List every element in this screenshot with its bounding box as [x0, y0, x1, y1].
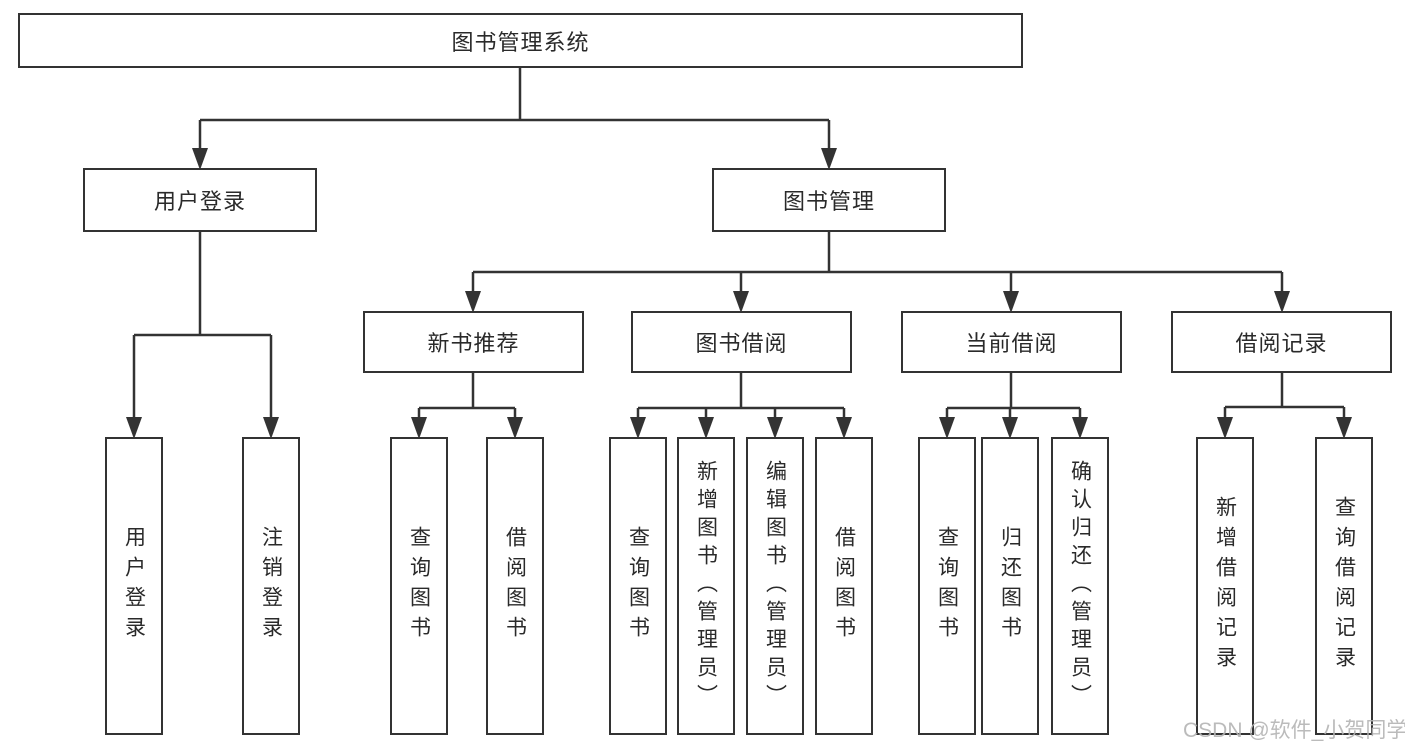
leaf-label: 编辑图书（管理员）: [763, 460, 787, 712]
node-new-book-recommend-label: 新书推荐: [427, 331, 520, 356]
leaf-record-query: 查询借阅记录: [1315, 437, 1373, 735]
leaf-label: 确认归还（管理员）: [1068, 460, 1092, 712]
leaf-newbook-borrow: 借阅图书: [486, 437, 544, 735]
leaf-current-confirm-admin: 确认归还（管理员）: [1051, 437, 1109, 735]
node-current-borrow: 当前借阅: [901, 311, 1122, 373]
node-book-management-label: 图书管理: [782, 189, 875, 214]
node-new-book-recommend: 新书推荐: [363, 311, 584, 373]
node-user-login: 用户登录: [83, 168, 317, 232]
node-book-borrow: 图书借阅: [631, 311, 852, 373]
leaf-label: 新增借阅记录: [1213, 496, 1237, 676]
node-borrow-record-label: 借阅记录: [1235, 331, 1328, 356]
node-user-login-label: 用户登录: [153, 189, 246, 214]
node-root: 图书管理系统: [18, 13, 1023, 68]
node-borrow-record: 借阅记录: [1171, 311, 1392, 373]
leaf-label: 注销登录: [259, 526, 283, 646]
leaf-label: 借阅图书: [503, 526, 527, 646]
leaf-label: 查询借阅记录: [1332, 496, 1356, 676]
leaf-label: 用户登录: [122, 526, 146, 646]
leaf-label: 借阅图书: [832, 526, 856, 646]
leaf-borrow-query: 查询图书: [609, 437, 667, 735]
leaf-label: 查询图书: [626, 526, 650, 646]
leaf-label: 查询图书: [407, 526, 431, 646]
node-book-management: 图书管理: [712, 168, 946, 232]
leaf-current-query: 查询图书: [918, 437, 976, 735]
node-book-borrow-label: 图书借阅: [695, 331, 788, 356]
leaf-label: 归还图书: [998, 526, 1022, 646]
node-current-borrow-label: 当前借阅: [965, 331, 1058, 356]
leaf-current-return: 归还图书: [981, 437, 1039, 735]
leaf-borrow-add-admin: 新增图书（管理员）: [677, 437, 735, 735]
leaf-newbook-query: 查询图书: [390, 437, 448, 735]
leaf-borrow-edit-admin: 编辑图书（管理员）: [746, 437, 804, 735]
node-root-label: 图书管理系统: [451, 29, 590, 55]
leaf-borrow-book: 借阅图书: [815, 437, 873, 735]
leaf-user-login: 用户登录: [105, 437, 163, 735]
csdn-watermark: CSDN @软件_小贺同学: [1183, 719, 1405, 742]
leaf-record-add: 新增借阅记录: [1196, 437, 1254, 735]
leaf-label: 新增图书（管理员）: [694, 460, 718, 712]
leaf-label: 查询图书: [935, 526, 959, 646]
leaf-logout: 注销登录: [242, 437, 300, 735]
